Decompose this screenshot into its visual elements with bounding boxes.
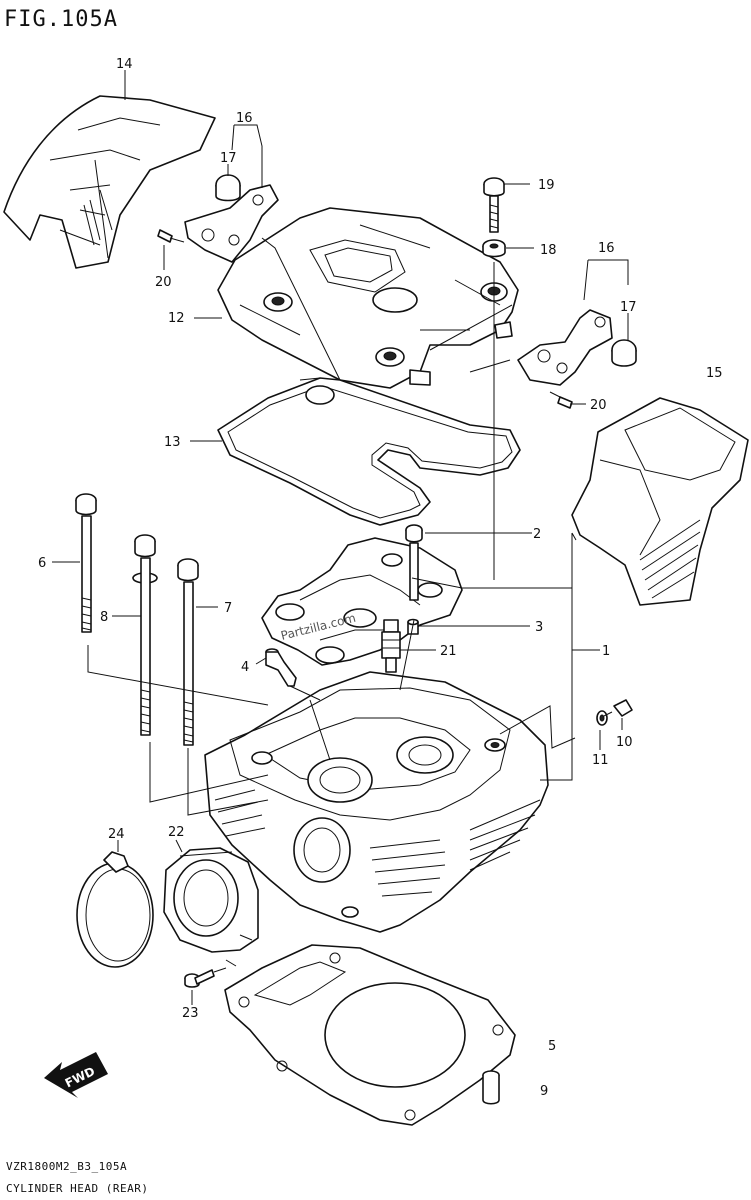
part-13-cover-gasket[interactable] (217, 377, 521, 526)
part-21-spark-plug[interactable] (381, 619, 401, 673)
part-6-long-bolt[interactable] (75, 493, 97, 633)
part-23-screw[interactable] (184, 969, 215, 988)
part-16-left-bracket[interactable] (184, 184, 279, 263)
callout-5: 5 (548, 1039, 556, 1054)
diagram-caption: CYLINDER HEAD (REAR) (6, 1182, 148, 1195)
part-12-head-cover[interactable] (217, 207, 519, 389)
part-5-head-gasket[interactable] (224, 944, 516, 1126)
callout-14: 14 (116, 57, 133, 72)
callout-12: 12 (168, 311, 185, 326)
callout-24: 24 (108, 827, 125, 842)
callout-6: 6 (38, 556, 46, 571)
part-24-clamp[interactable] (76, 851, 154, 968)
part-4-stud[interactable] (265, 648, 297, 687)
part-19-bolt[interactable] (483, 177, 505, 233)
figure-title: FIG.105A (4, 7, 118, 32)
part-14-left-cover[interactable] (3, 95, 216, 269)
callout-3: 3 (535, 620, 543, 635)
callout-9: 9 (540, 1084, 548, 1099)
part-17-left-damper[interactable] (215, 174, 241, 202)
callout-16-left: 16 (236, 111, 253, 126)
part-20-right-bolt[interactable] (549, 391, 573, 409)
callout-8: 8 (100, 610, 108, 625)
part-2-holder-bolt[interactable] (405, 524, 423, 601)
callout-19: 19 (538, 178, 555, 193)
diagram-code: VZR1800M2_B3_105A (6, 1160, 127, 1173)
part-16-right-bracket[interactable] (517, 309, 613, 386)
callout-13: 13 (164, 435, 181, 450)
callout-labels: 14 16 17 20 12 13 19 18 16 17 15 20 6 8 … (38, 57, 723, 1099)
part-15-right-cover[interactable] (571, 397, 749, 606)
part-11-washer[interactable] (596, 710, 608, 726)
callout-10: 10 (616, 735, 633, 750)
callout-17-right: 17 (620, 300, 637, 315)
callout-20-right: 20 (590, 398, 607, 413)
part-22-intake-pipe[interactable] (163, 847, 259, 953)
callout-20-left: 20 (155, 275, 172, 290)
part-20-left-bolt[interactable] (157, 229, 185, 243)
callout-2: 2 (533, 527, 541, 542)
callout-21: 21 (440, 644, 457, 659)
callout-22: 22 (168, 825, 185, 840)
part-7-long-bolt[interactable] (177, 558, 199, 746)
fwd-direction-badge: FWD (44, 1052, 108, 1098)
part-9-dowel[interactable] (482, 1070, 500, 1105)
callout-18: 18 (540, 243, 557, 258)
callout-1: 1 (602, 644, 610, 659)
part-1-cam-holder[interactable] (261, 537, 463, 666)
callout-15: 15 (706, 366, 723, 381)
callout-11: 11 (592, 753, 609, 768)
part-17-right-damper[interactable] (611, 339, 637, 367)
part-10-bolt[interactable] (603, 699, 633, 717)
part-18-washer[interactable] (482, 239, 506, 258)
part-3-dowel-pin[interactable] (407, 618, 419, 635)
callout-4: 4 (241, 660, 249, 675)
part-8-long-bolt[interactable] (132, 534, 158, 736)
callout-23: 23 (182, 1006, 199, 1021)
leader-lines (52, 70, 629, 1005)
callout-16-right: 16 (598, 241, 615, 256)
cylinder-head-body[interactable] (204, 671, 549, 933)
callout-7: 7 (224, 601, 232, 616)
callout-17-left: 17 (220, 151, 237, 166)
